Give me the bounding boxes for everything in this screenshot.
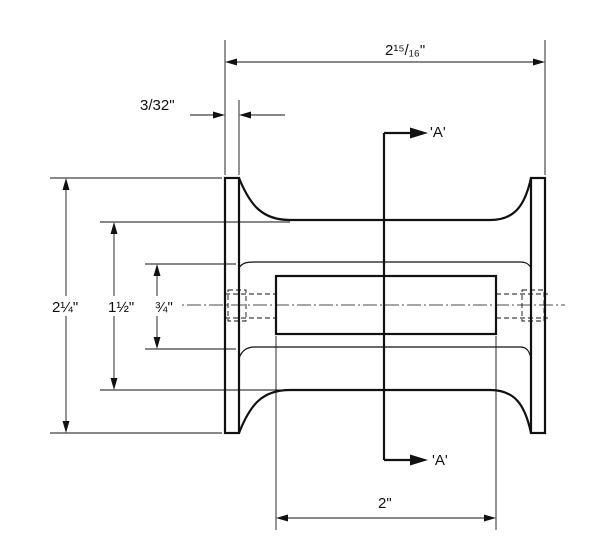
overall-length-label: 2¹⁵/₁₆" (385, 42, 425, 59)
hub-length-label: 2" (378, 495, 392, 512)
hub-length-dimension: 2" (275, 336, 497, 530)
groove-diameter-dimension: 1½" (100, 221, 290, 391)
right-flange (529, 176, 547, 435)
bore-diameter-label: ¾" (155, 299, 173, 316)
outer-diameter-label: 2¼" (52, 299, 78, 316)
top-spool-profile (237, 177, 533, 222)
section-label-bottom: 'A' (432, 452, 448, 469)
section-label-top: 'A' (430, 124, 446, 141)
flange-thickness-dimension: 3/32" (140, 97, 285, 175)
bore-recess-left (227, 289, 247, 322)
bore-diameter-dimension: ¾" (145, 263, 236, 350)
left-flange (223, 176, 241, 435)
bottom-spool-profile (237, 388, 533, 434)
overall-length-dimension: 2¹⁵/₁₆" (224, 40, 546, 175)
outer-diameter-dimension: 2¼" (50, 177, 222, 434)
lower-groove-band (238, 346, 532, 359)
flange-thickness-label: 3/32" (140, 97, 175, 114)
roller-body (165, 176, 565, 435)
upper-groove-band (238, 261, 532, 269)
section-line-a-a: 'A' 'A' (382, 124, 448, 469)
bore-recess-right (521, 289, 545, 322)
groove-diameter-label: 1½" (108, 299, 134, 316)
